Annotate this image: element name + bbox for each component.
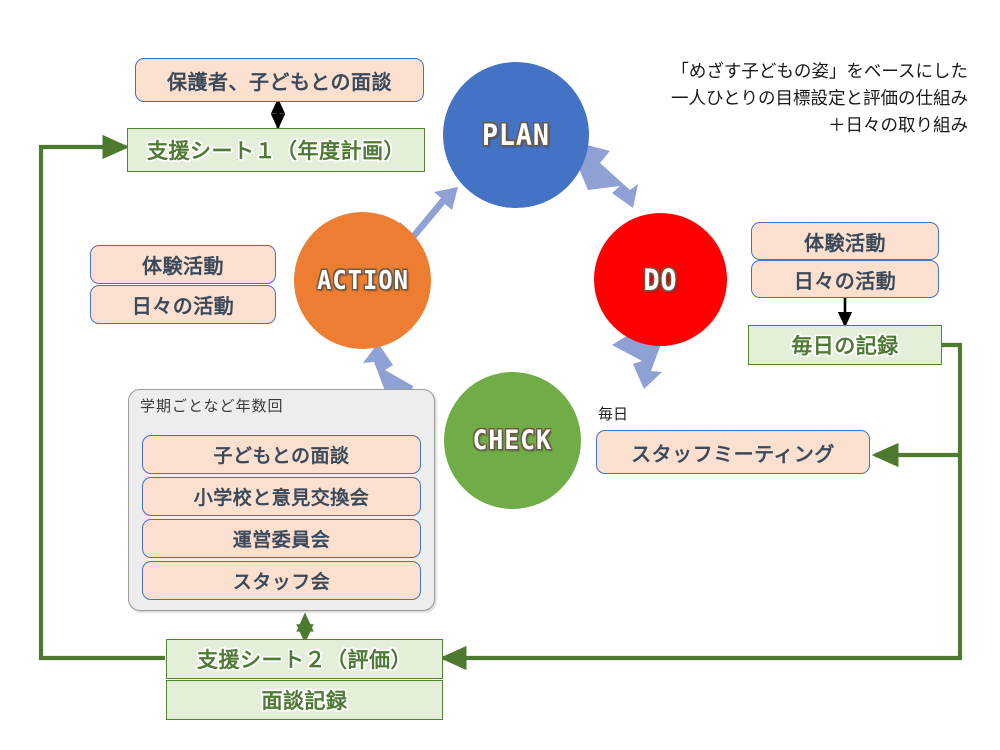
caption-block: 「めざす子どもの姿」をベースにした 一人ひとりの目標設定と評価の仕組み ＋日々の… [671, 58, 968, 139]
pdca-label-check: CHECK [472, 425, 553, 456]
box-action-experience-activity[interactable]: 体験活動 [90, 245, 276, 284]
box-check-staff-meeting-group[interactable]: スタッフ会 [142, 561, 421, 600]
box-do-daily-activity[interactable]: 日々の活動 [751, 260, 939, 298]
pdca-circle-action[interactable]: ACTION [294, 212, 431, 349]
pdca-circle-check[interactable]: CHECK [444, 372, 581, 509]
box-staff-meeting[interactable]: スタッフミーティング [596, 430, 870, 474]
box-check-child-interview[interactable]: 子どもとの面談 [142, 435, 421, 474]
box-daily-record[interactable]: 毎日の記録 [748, 325, 942, 365]
pdca-label-plan: PLAN [482, 118, 550, 152]
box-action-daily-activity[interactable]: 日々の活動 [90, 285, 276, 324]
pdca-circle-do[interactable]: DO [594, 213, 727, 346]
pdca-label-action: ACTION [316, 265, 409, 296]
box-check-school-exchange-meeting[interactable]: 小学校と意見交換会 [142, 477, 421, 516]
caption-line-2: 一人ひとりの目標設定と評価の仕組み [671, 88, 968, 109]
cycle-arrow-plan-to-do [580, 144, 638, 208]
caption-line-1: 「めざす子どもの姿」をベースにした [671, 61, 968, 81]
box-do-experience-activity[interactable]: 体験活動 [751, 222, 939, 260]
pdca-circle-plan[interactable]: PLAN [443, 62, 589, 208]
caption-line-3: ＋日々の取り組み [828, 115, 968, 136]
box-check-management-committee[interactable]: 運営委員会 [142, 519, 421, 558]
box-parent-child-interview[interactable]: 保護者、子どもとの面談 [135, 58, 424, 102]
box-support-sheet-1[interactable]: 支援シート１（年度計画） [127, 128, 425, 172]
check-group-label: 学期ごとなど年数回 [140, 398, 284, 415]
pdca-label-do: DO [643, 262, 678, 297]
staff-meeting-frequency-label: 毎日 [598, 406, 629, 423]
box-support-sheet-2[interactable]: 支援シート２（評価） [166, 639, 443, 679]
box-interview-record[interactable]: 面談記録 [166, 680, 443, 720]
flow-sheet2-to-sheet1 [38, 134, 165, 661]
flow-record-to-sheet2 [439, 342, 963, 671]
